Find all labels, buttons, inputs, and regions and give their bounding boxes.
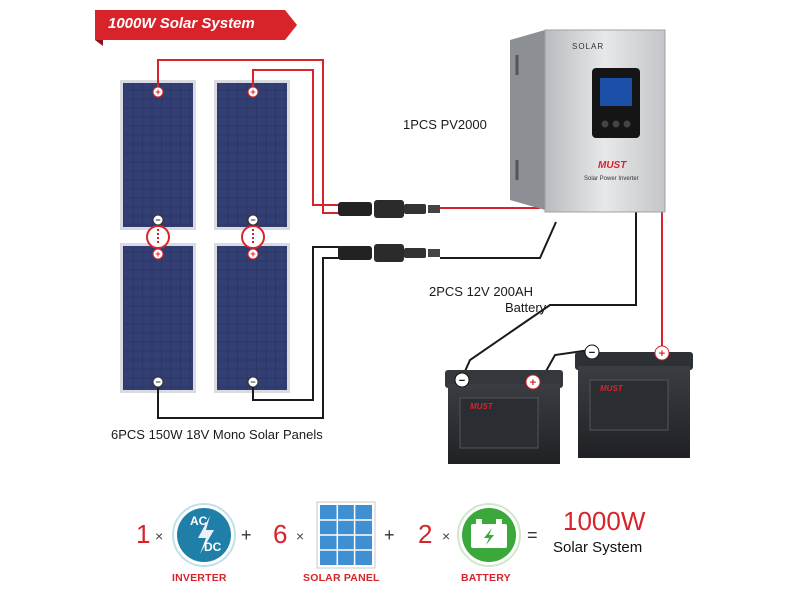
solar-panel-2	[214, 80, 290, 230]
inverter-maker-logo: MUST	[598, 160, 627, 171]
solar-panel-3	[120, 243, 196, 393]
equals-sign: =	[527, 525, 538, 545]
battery-front-logo: MUST	[470, 402, 493, 411]
panel-terminals: + + − − + + − −	[152, 86, 259, 388]
times-sign-1: ×	[155, 528, 164, 544]
solar-panel-1	[120, 80, 196, 230]
banner-fold	[95, 40, 103, 46]
mc4-connector-positive	[338, 200, 440, 218]
result-label: Solar System	[553, 539, 643, 556]
inverter-count: 1	[136, 519, 151, 549]
battery-label-line1: 2PCS 12V 200AH	[429, 284, 534, 299]
times-sign-3: ×	[442, 528, 451, 544]
battery-front	[445, 370, 563, 464]
battery-caption-label: BATTERY	[461, 572, 511, 584]
series-connector-left	[146, 225, 170, 249]
inverter-brand: SOLAR	[572, 42, 605, 51]
ac-text: AC	[190, 514, 208, 528]
svg-text:+: +	[659, 348, 665, 360]
positive-wiring	[157, 59, 663, 350]
battery-back	[575, 352, 693, 458]
svg-text:−: −	[459, 375, 465, 387]
panel-count: 6	[273, 519, 288, 549]
plus-sign-1: +	[241, 525, 252, 545]
solar-panel-4	[214, 243, 290, 393]
inverter-label: 1PCS PV2000	[403, 117, 487, 132]
svg-text:−: −	[250, 377, 255, 387]
svg-text:+: +	[250, 249, 255, 259]
battery-label-line2: Battery	[505, 300, 547, 315]
banner-title: 1000W Solar System	[108, 15, 255, 32]
result-value: 1000W	[563, 506, 646, 536]
svg-text:−: −	[589, 347, 595, 359]
battery-back-logo: MUST	[600, 384, 623, 393]
inverter-icon	[172, 503, 236, 567]
inverter-unit	[510, 29, 666, 213]
solar-panel-icon	[316, 501, 376, 569]
battery-count: 2	[418, 519, 433, 549]
inverter-caption: Solar Power Inverter	[584, 176, 639, 182]
panels-label: 6PCS 150W 18V Mono Solar Panels	[111, 427, 323, 442]
series-connector-right	[241, 225, 265, 249]
battery-terminals: − + − +	[454, 344, 670, 390]
battery-icon	[457, 503, 521, 567]
title-banner	[95, 10, 297, 40]
svg-text:+: +	[530, 377, 536, 389]
mc4-connector-negative	[338, 244, 440, 262]
inverter-caption-label: INVERTER	[172, 572, 227, 584]
svg-text:+: +	[155, 87, 160, 97]
plus-sign-2: +	[384, 525, 395, 545]
svg-text:−: −	[250, 215, 255, 225]
times-sign-2: ×	[296, 528, 305, 544]
dc-text: DC	[204, 540, 222, 554]
svg-text:−: −	[155, 215, 160, 225]
panel-caption-label: SOLAR PANEL	[303, 572, 380, 584]
svg-text:+: +	[250, 87, 255, 97]
svg-text:−: −	[155, 377, 160, 387]
svg-text:+: +	[155, 249, 160, 259]
